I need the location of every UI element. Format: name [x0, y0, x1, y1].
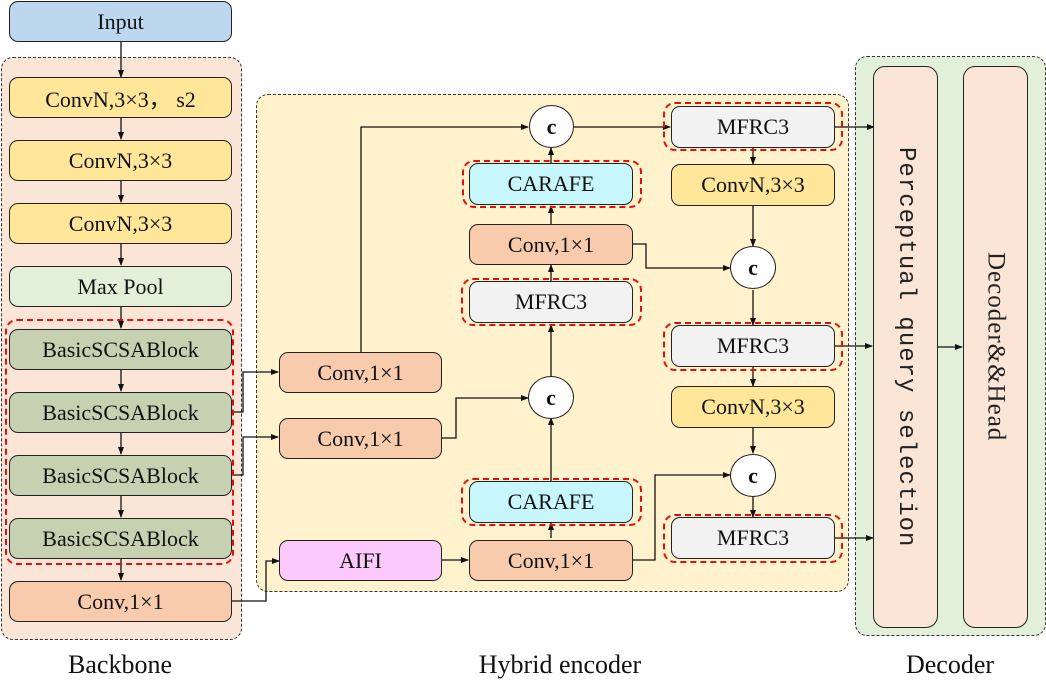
carafe-top: CARAFE [469, 163, 633, 205]
basic-scsa-block-4: BasicSCSABlock [9, 518, 232, 559]
convn-down2: ConvN,3×3 [671, 386, 835, 428]
mfrc3-out3-highlight [663, 514, 843, 563]
convn-down1: ConvN,3×3 [671, 164, 835, 206]
conv-bottom: Conv,1×1 [469, 540, 633, 581]
backbone-convn-s2: ConvN,3×3， s2 [9, 77, 232, 118]
backbone-maxpool: Max Pool [9, 266, 232, 307]
concat-down1: c [730, 246, 776, 289]
decoder-caption: Decoder [905, 650, 995, 679]
mfrc3-out3: MFRC3 [671, 517, 835, 559]
input-block: Input [9, 1, 232, 42]
mfrc3-mid: MFRC3 [469, 281, 633, 323]
conv-mid: Conv,1×1 [469, 224, 633, 265]
backbone-conv-1x1: Conv,1×1 [9, 581, 232, 622]
mfrc3-mid-highlight [461, 278, 642, 326]
perceptual-query-selection: Perceptual query selection [873, 66, 938, 628]
basic-scsa-block-3: BasicSCSABlock [9, 455, 232, 496]
lateral-conv-mid: Conv,1×1 [279, 418, 442, 459]
mfrc3-out2: MFRC3 [671, 325, 835, 367]
backbone-convn-1: ConvN,3×3 [9, 140, 232, 181]
concat-mid: c [528, 376, 574, 419]
backbone-convn-2: ConvN,3×3 [9, 203, 232, 244]
mfrc3-out1-highlight [663, 102, 843, 151]
hybrid-encoder-caption: Hybrid encoder [478, 650, 642, 679]
carafe-bottom-highlight [461, 478, 642, 526]
carafe-top-highlight [462, 160, 642, 208]
decoder-head: Decoder&&Head [963, 66, 1028, 628]
perceptual-query-selection-label: Perceptual query selection [892, 146, 919, 548]
aifi-block: AIFI [279, 540, 442, 581]
mfrc3-out1: MFRC3 [671, 106, 835, 148]
concat-top: c [529, 105, 574, 148]
lateral-conv-top: Conv,1×1 [279, 352, 442, 393]
concat-down2: c [730, 454, 776, 497]
carafe-bottom: CARAFE [469, 481, 633, 523]
mfrc3-out2-highlight [663, 322, 843, 371]
basic-scsa-block-1: BasicSCSABlock [9, 329, 232, 370]
decoder-head-label: Decoder&&Head [982, 252, 1010, 442]
basic-scsa-block-2: BasicSCSABlock [9, 392, 232, 433]
backbone-caption: Backbone [68, 650, 172, 679]
backbone-highlight-region [5, 319, 234, 565]
